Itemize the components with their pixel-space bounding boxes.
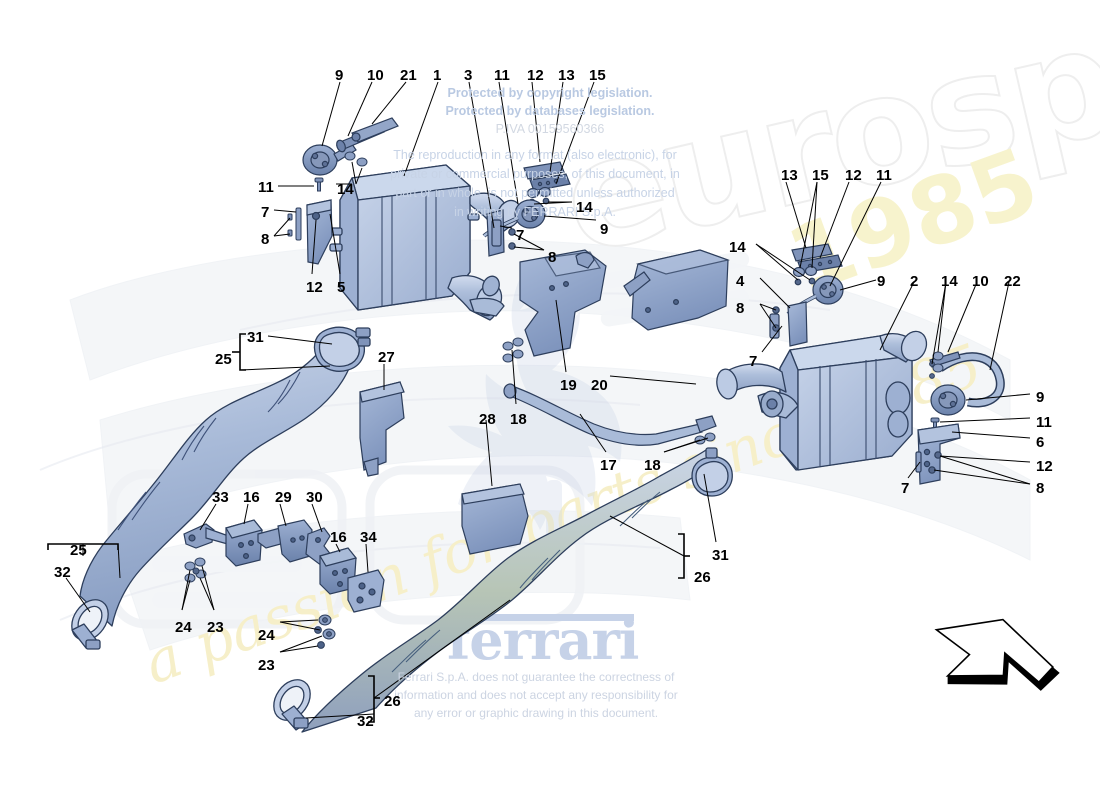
part-11-bolt-left [314, 177, 324, 192]
callout-number-32: 32 [357, 713, 374, 730]
part-32-clamp-left [71, 599, 109, 650]
callout-number-22: 22 [1004, 273, 1021, 290]
callout-number-25: 25 [70, 542, 87, 559]
part-6-bracket-right [915, 423, 961, 485]
callout-number-28: 28 [479, 411, 496, 428]
part-28-heat-shield [461, 483, 529, 555]
callout-number-11: 11 [876, 167, 892, 184]
part-16-clamp-a [225, 519, 264, 567]
callout-number-17: 17 [600, 457, 617, 474]
callout-number-19: 19 [560, 377, 577, 394]
part-23-24-hardware-left [184, 557, 207, 583]
callout-number-30: 30 [306, 489, 323, 506]
callout-number-13: 13 [558, 67, 575, 84]
callout-number-3: 3 [464, 67, 473, 84]
part-14-washers-right [929, 351, 944, 379]
callout-number-14: 14 [576, 199, 593, 216]
part-11-bolt-right [930, 417, 940, 432]
callout-number-24: 24 [175, 619, 192, 636]
part-5-bracket-left [306, 199, 333, 265]
part-17-connecting-rod [503, 383, 717, 446]
callout-number-34: 34 [360, 529, 377, 546]
part-group-right-top [769, 243, 844, 347]
part-27-heat-shield [359, 381, 405, 477]
callout-number-7: 7 [901, 480, 910, 497]
callout-number-31: 31 [247, 329, 264, 346]
callout-number-12: 12 [1036, 458, 1053, 475]
callout-number-2: 2 [910, 273, 919, 290]
part-31-clamp-right [691, 447, 733, 497]
callout-number-13: 13 [781, 167, 798, 184]
callout-number-7: 7 [261, 204, 270, 221]
part-21-lever [351, 117, 399, 143]
callout-number-26: 26 [384, 693, 401, 710]
callout-number-11: 11 [1036, 414, 1052, 431]
part-32-clamp-right [273, 679, 311, 731]
callout-number-5: 5 [337, 279, 346, 296]
callout-number-8: 8 [1036, 480, 1045, 497]
part-29-bracket [257, 519, 313, 563]
part-left-silencer [329, 164, 522, 321]
part-31-clamp-left [313, 326, 371, 372]
callout-number-23: 23 [207, 619, 224, 636]
callout-number-10: 10 [367, 67, 384, 84]
callout-number-20: 20 [591, 377, 608, 394]
callout-number-7: 7 [516, 227, 525, 244]
callout-number-31: 31 [712, 547, 729, 564]
callout-number-12: 12 [845, 167, 862, 184]
part-34-bracket [347, 569, 385, 613]
callout-number-9: 9 [335, 67, 344, 84]
callout-number-15: 15 [589, 67, 606, 84]
part-7-plate-left [287, 207, 302, 241]
callout-number-32: 32 [54, 564, 71, 581]
callout-number-8: 8 [261, 231, 270, 248]
callout-number-10: 10 [972, 273, 989, 290]
part-9-actuator-right [930, 384, 966, 416]
callout-number-24: 24 [258, 627, 275, 644]
callout-number-12: 12 [306, 279, 323, 296]
callout-number-15: 15 [812, 167, 829, 184]
callout-number-16: 16 [330, 529, 347, 546]
callout-number-11: 11 [258, 179, 274, 196]
callout-number-8: 8 [548, 249, 557, 266]
callout-number-18: 18 [644, 457, 661, 474]
callout-number-9: 9 [1036, 389, 1045, 406]
part-22-hose [937, 352, 1005, 408]
callout-number-23: 23 [258, 657, 275, 674]
callout-number-6: 6 [1036, 434, 1045, 451]
callout-number-26: 26 [694, 569, 711, 586]
callout-number-27: 27 [378, 349, 395, 366]
callout-number-18: 18 [510, 411, 527, 428]
callout-number-21: 21 [400, 67, 417, 84]
callout-number-25: 25 [215, 351, 232, 368]
part-20-heat-shield [623, 249, 731, 331]
callout-number-29: 29 [275, 489, 292, 506]
callout-number-14: 14 [729, 239, 746, 256]
callout-number-9: 9 [877, 273, 886, 290]
part-right-silencer [716, 330, 928, 471]
callout-number-12: 12 [527, 67, 544, 84]
part-26-front-pipe-right [273, 447, 733, 733]
callout-number-9: 9 [600, 221, 609, 238]
callout-number-16: 16 [243, 489, 260, 506]
callout-number-14: 14 [941, 273, 958, 290]
callout-number-4: 4 [736, 273, 745, 290]
leader-lines [65, 81, 1031, 719]
part-25-front-pipe-left [71, 326, 371, 650]
callout-number-33: 33 [212, 489, 229, 506]
part-group-top-center [482, 161, 571, 257]
callout-number-7: 7 [749, 353, 758, 370]
callout-number-11: 11 [494, 67, 510, 84]
part-14-washers-left [344, 151, 368, 167]
callout-number-1: 1 [433, 67, 442, 84]
part-19-heat-shield [519, 249, 607, 357]
callout-number-14: 14 [337, 181, 354, 198]
direction-arrow [934, 618, 1060, 691]
callout-number-8: 8 [736, 300, 745, 317]
